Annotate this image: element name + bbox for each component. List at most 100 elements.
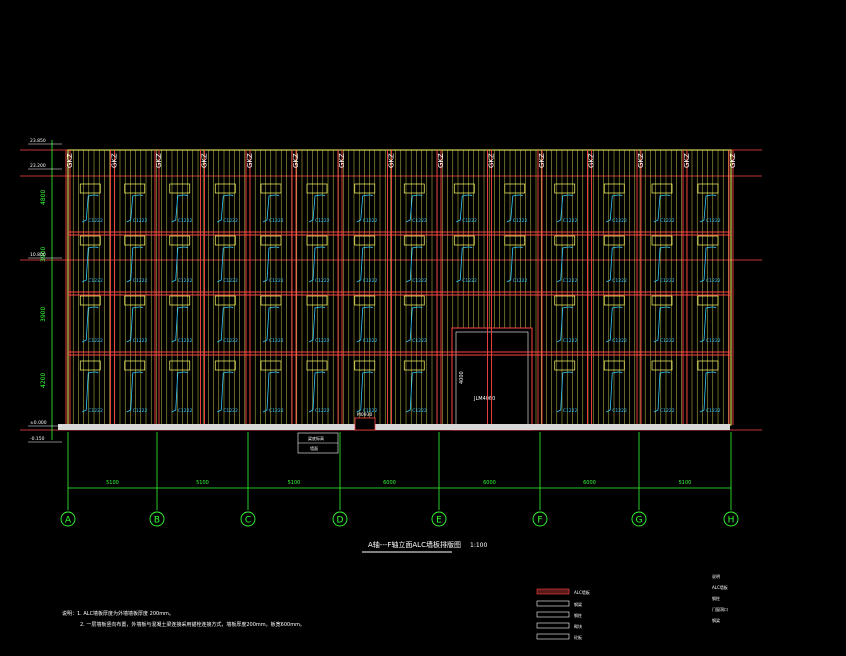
window-swing xyxy=(308,246,326,283)
window-swing xyxy=(308,306,326,343)
column-tag: GKZ xyxy=(111,153,119,168)
window-tag: C1222 xyxy=(462,218,477,224)
window-swing xyxy=(699,371,717,413)
axis-label: D xyxy=(337,516,344,526)
window-tag: C1222 xyxy=(223,218,238,224)
window-tag: C1222 xyxy=(513,278,528,284)
annotations: 480039003900420023.85023.20010.800±0.000… xyxy=(28,138,739,527)
window-tag: C1222 xyxy=(363,218,378,224)
legend-swatch xyxy=(536,622,570,629)
legend-label: 钢柱 xyxy=(574,612,582,618)
window-tag: C1222 xyxy=(88,278,103,284)
window-tag: C1222 xyxy=(363,338,378,344)
span-dim: 5100 xyxy=(288,480,301,486)
lintel-box xyxy=(260,295,282,306)
legend-label: 砼板 xyxy=(574,634,582,640)
window-tag: C1222 xyxy=(88,338,103,344)
axis-bubble xyxy=(60,511,76,527)
window-swing xyxy=(699,306,717,343)
window-tag: C1222 xyxy=(178,278,193,284)
window-swing xyxy=(406,246,423,283)
window-swing xyxy=(653,306,671,343)
lintel-box xyxy=(214,360,236,371)
lintel-box xyxy=(453,235,475,246)
window-tag: C1222 xyxy=(223,408,238,414)
lintel-box xyxy=(651,295,673,306)
window-swing xyxy=(406,371,423,413)
lintel-box xyxy=(403,183,425,194)
window-tag: C1222 xyxy=(363,278,378,284)
lintel-box xyxy=(124,183,146,194)
window-swing xyxy=(556,306,574,343)
window-swing xyxy=(126,306,144,343)
lintel-box xyxy=(603,360,625,371)
small-door xyxy=(354,417,376,431)
lintel-box xyxy=(260,183,282,194)
legend-swatch xyxy=(536,611,570,618)
window-swing xyxy=(217,306,234,343)
window-swing xyxy=(356,371,374,413)
window-swing xyxy=(308,194,326,223)
door-opening xyxy=(451,327,533,431)
window-tag: C1222 xyxy=(660,278,675,284)
lintel-box xyxy=(403,235,425,246)
column-tag: GKZ xyxy=(637,153,645,168)
storey-dim: 3900 xyxy=(40,307,47,322)
window-tag: C1222 xyxy=(178,218,193,224)
lintel-box xyxy=(79,235,101,246)
window-tag: C1222 xyxy=(660,218,675,224)
lintel-box xyxy=(169,295,191,306)
window-tag: C1222 xyxy=(412,278,427,284)
window-swing xyxy=(556,246,574,283)
lintel-box xyxy=(306,235,328,246)
window-swing xyxy=(262,306,280,343)
lintel-box xyxy=(453,183,475,194)
right-note: ALC墙板 xyxy=(712,584,728,590)
window-tag: C1222 xyxy=(513,218,528,224)
window-tag: C1222 xyxy=(706,278,721,284)
level-label: 10.800 xyxy=(30,252,46,258)
window-swing xyxy=(606,246,623,283)
window-swing xyxy=(171,246,189,283)
lintel-box xyxy=(124,295,146,306)
window-tag: C1222 xyxy=(178,338,193,344)
lintel-box xyxy=(554,360,576,371)
lintel-box xyxy=(214,183,236,194)
window-swing xyxy=(217,246,234,283)
column-tag: GKZ xyxy=(388,153,396,168)
span-dim: 6000 xyxy=(583,480,596,486)
window-tag: C1222 xyxy=(223,338,238,344)
legend-swatch xyxy=(536,588,570,595)
right-note: 钢梁 xyxy=(712,617,720,623)
lintel-box xyxy=(306,360,328,371)
column-tag: GKZ xyxy=(155,153,163,168)
window-swing xyxy=(606,194,623,223)
axis-bubble xyxy=(631,511,647,527)
span-dim: 5100 xyxy=(196,480,209,486)
legend-label: 钢梁 xyxy=(574,601,582,607)
window-tag: C1222 xyxy=(660,338,675,344)
column-tag: GKZ xyxy=(292,153,300,168)
small-door-tag: M0930 xyxy=(357,412,372,418)
storey-dim: 3900 xyxy=(40,247,47,262)
window-tag: C1222 xyxy=(706,218,721,224)
axis-bubble xyxy=(532,511,548,527)
column-tag: GKZ xyxy=(683,153,691,168)
level-label: ±0.000 xyxy=(30,420,47,426)
lintel-box xyxy=(651,235,673,246)
building-outline xyxy=(67,149,732,426)
door-height: 4000 xyxy=(459,371,465,384)
window-swing xyxy=(262,246,280,283)
window-tag: C1222 xyxy=(269,218,284,224)
lintel-box xyxy=(214,235,236,246)
lintel-box xyxy=(554,295,576,306)
window-swing xyxy=(456,194,473,223)
window-swing xyxy=(356,246,374,283)
window-swing xyxy=(126,371,144,413)
window-swing xyxy=(653,194,671,223)
window-swing xyxy=(606,371,623,413)
lintel-box xyxy=(260,235,282,246)
window-swing xyxy=(217,194,234,223)
ground-slab xyxy=(58,424,730,430)
